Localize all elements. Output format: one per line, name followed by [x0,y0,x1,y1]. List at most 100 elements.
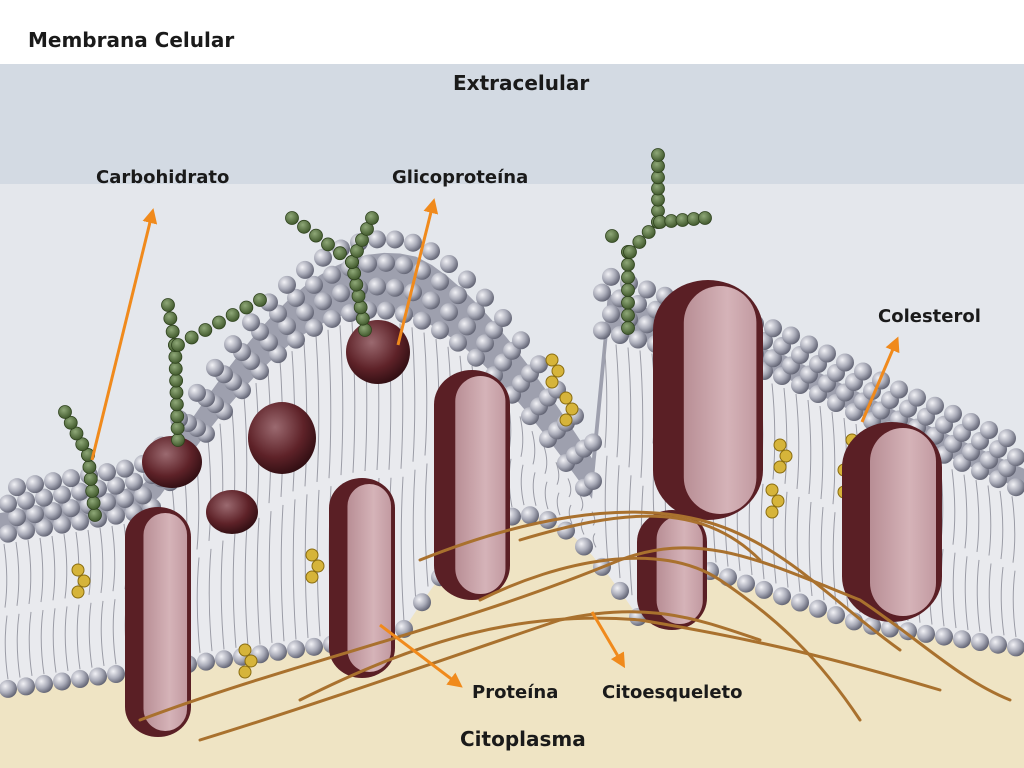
cholesterol-ring [765,483,779,497]
lipid-tail [783,387,788,484]
carbohydrate-bead [75,437,90,452]
cholesterol-ring [545,375,559,389]
cholesterol-ring [765,505,779,519]
lipid-tail [520,464,525,506]
lipid-tail [64,606,69,671]
carbohydrate-bead [698,211,712,225]
phospholipid-head [116,490,134,508]
lipid-tail [795,393,800,489]
protein-face [143,513,188,731]
integral-protein [653,280,763,520]
phospholipid-head [53,672,71,691]
phospholipid-head [1007,638,1024,657]
carbohydrate-bead [198,323,213,337]
phospholipid-head [971,633,989,651]
cytoskeleton-fiber [478,556,862,722]
phospholipid-head [998,429,1016,448]
phospholipid-head [395,305,413,324]
phospholipid-head [314,248,332,267]
lipid-tail [52,608,57,673]
lipid-tail [543,446,548,474]
phospholipid-head [287,288,305,307]
cholesterol-ring [565,402,579,416]
phospholipid-head [197,652,215,671]
lipid-tail [208,548,213,652]
lipid-tail [400,476,405,623]
lipid-tail [951,469,956,545]
lipid-tail [220,540,225,650]
phospholipid-head [323,309,341,328]
phospholipid-head [476,334,494,353]
phospholipid-head [224,335,242,354]
phospholipid-head [440,303,458,322]
cytoskeleton-fibers [138,510,1012,742]
carbohydrate-bead [184,330,199,345]
phospholipid-head [521,506,539,525]
phospholipid-head [494,308,512,327]
lipid-tail [819,405,824,500]
phospholipid-head [35,518,53,537]
phospholipid-head [386,278,404,297]
phospholipid-head [8,478,26,497]
cholesterol-ring [238,643,252,657]
lipid-tail [519,416,524,457]
phospholipid-head [413,311,431,330]
phospholipid-head [53,515,71,534]
phospholipid-head [944,404,962,423]
lipid-tail-region [0,310,1024,690]
cytoskeleton-fiber [298,616,942,702]
carbohydrate-bead [621,283,635,297]
integral-proteins [125,280,942,737]
cholesterol-ring [771,494,785,508]
carbohydrate-bead [351,289,366,303]
carbohydrate-bead [621,257,635,272]
carbohydrate-bead [69,426,84,441]
lipid-tail [831,411,836,505]
phospholipid-head [431,321,449,340]
phospholipid-head [773,587,791,606]
phospholipid-head [629,330,647,349]
phospholipid-head [980,421,998,440]
carbohydrate-bead [623,245,637,259]
phospholipid-head [215,650,233,669]
phospholipid-head [458,270,476,289]
cytoskeleton-fiber [418,510,902,652]
integral-protein [637,510,707,630]
phospholipid-head [782,326,800,345]
lipid-tail [568,504,573,524]
phospholipid-head [854,362,872,381]
carbohydrate-bead [82,460,97,474]
lipid-tail [280,504,285,642]
lipid-tail [760,483,765,580]
lipid-tail [771,383,776,480]
phospholipid-head [836,353,854,372]
phospholipid-head [332,284,350,303]
phospholipid-head [287,640,305,659]
phospholipid-head [35,488,53,507]
phospholipid-head [62,469,80,488]
lipid-tail [87,529,92,595]
lipid-tail [987,485,992,556]
phospholipid-head [926,396,944,415]
cytoskeleton-arrow [590,611,626,669]
carbohydrate-bead [641,225,656,239]
cholesterol-ring [238,665,252,679]
carbohydrate-bead [309,228,323,243]
phospholipid-head [134,486,152,505]
carbohydrate-bead [83,472,98,486]
phospholipid-head [395,256,413,275]
glycoprotein [248,402,316,474]
phospholipid-head [404,233,422,252]
phospholipid-head [638,315,656,334]
lipid-tail [28,611,33,676]
lipid-tail [51,535,56,601]
page-title: Membrana Celular [28,28,234,52]
protein-label: Proteína [472,682,558,703]
phospholipid-head [989,635,1007,654]
phospholipid-head [935,627,953,646]
cholesterol-ring [559,413,573,427]
phospholipid-head [818,344,836,363]
carbohydrate-bead [170,421,185,436]
phospholipid-head [89,667,107,686]
cholesterol-ring [773,438,787,452]
